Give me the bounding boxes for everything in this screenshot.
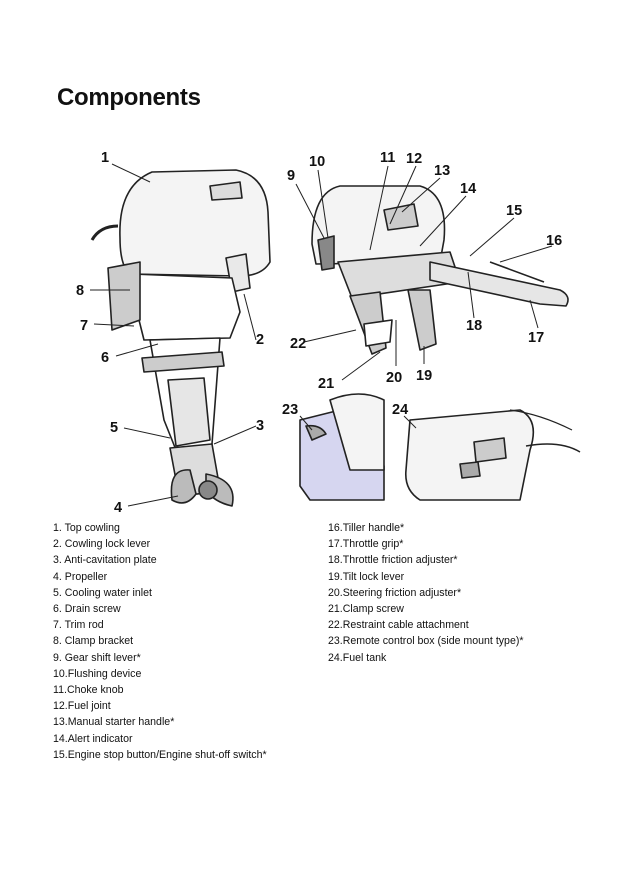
callout-label: 22 <box>290 336 306 352</box>
component-item: 6. Drain screw <box>53 603 121 616</box>
component-item: 15.Engine stop button/Engine shut-off sw… <box>53 748 267 761</box>
fuel-tank <box>404 409 581 501</box>
callout-label: 14 <box>460 181 476 197</box>
callout-label: 7 <box>80 318 88 334</box>
callout-label: 19 <box>416 368 432 384</box>
component-item: 10.Flushing device <box>53 667 142 680</box>
component-item: 5. Cooling water inlet <box>53 586 152 599</box>
callout-label: 11 <box>380 150 395 166</box>
callout-label: 4 <box>114 500 122 516</box>
callout-label: 15 <box>506 203 522 219</box>
component-item: 21.Clamp screw <box>328 603 404 616</box>
component-item: 22.Restraint cable attachment <box>328 619 469 632</box>
callout-label: 1 <box>101 150 109 166</box>
callout-label: 24 <box>392 402 408 418</box>
callout-label: 5 <box>110 420 118 436</box>
components-list-left: 1. Top cowling 2. Cowling lock lever 3. … <box>53 520 323 763</box>
components-list-right: 16.Tiller handle* 17.Throttle grip* 18.T… <box>328 520 598 666</box>
callout-label: 21 <box>318 376 334 392</box>
callout-label: 17 <box>528 330 544 346</box>
remote-control-box <box>299 393 385 501</box>
component-item: 4. Propeller <box>53 570 108 583</box>
component-item: 8. Clamp bracket <box>53 635 134 648</box>
component-item: 2. Cowling lock lever <box>53 538 151 551</box>
component-item: 19.Tilt lock lever <box>328 570 405 583</box>
component-item: 1. Top cowling <box>53 522 120 534</box>
component-item: 12.Fuel joint <box>53 700 111 713</box>
callout-label: 13 <box>434 163 450 179</box>
callout-label: 9 <box>287 168 295 184</box>
callout-label: 20 <box>386 370 402 386</box>
component-item: 23.Remote control box (side mount type)* <box>328 635 524 648</box>
component-item: 16.Tiller handle* <box>328 522 405 534</box>
component-item: 11.Choke knob <box>53 684 124 697</box>
tiller-clamp-view <box>311 185 569 355</box>
callout-label: 3 <box>256 418 264 434</box>
component-item: 18.Throttle friction adjuster* <box>328 554 458 567</box>
callout-label: 18 <box>466 318 482 334</box>
component-item: 3. Anti-cavitation plate <box>53 554 157 567</box>
component-item: 14.Alert indicator <box>53 732 133 745</box>
component-item: 20.Steering friction adjuster* <box>328 586 462 599</box>
callout-label: 12 <box>406 151 422 167</box>
component-item: 7. Trim rod <box>53 619 104 632</box>
callout-label: 6 <box>101 350 109 366</box>
page-title: Components <box>57 84 201 111</box>
callout-label: 10 <box>309 154 325 170</box>
component-item: 13.Manual starter handle* <box>53 716 175 729</box>
callout-label: 23 <box>282 402 298 418</box>
components-illustration: 1 2 3 4 5 6 7 8 9 10 11 12 13 14 15 16 1… <box>76 150 581 516</box>
component-item: 17.Throttle grip* <box>328 538 404 551</box>
outboard-motor-side-view <box>90 169 271 507</box>
callout-label: 8 <box>76 283 84 299</box>
component-item: 24.Fuel tank <box>328 651 387 664</box>
component-item: 9. Gear shift lever* <box>53 651 141 664</box>
callout-label: 16 <box>546 233 562 249</box>
callout-label: 2 <box>256 332 264 348</box>
